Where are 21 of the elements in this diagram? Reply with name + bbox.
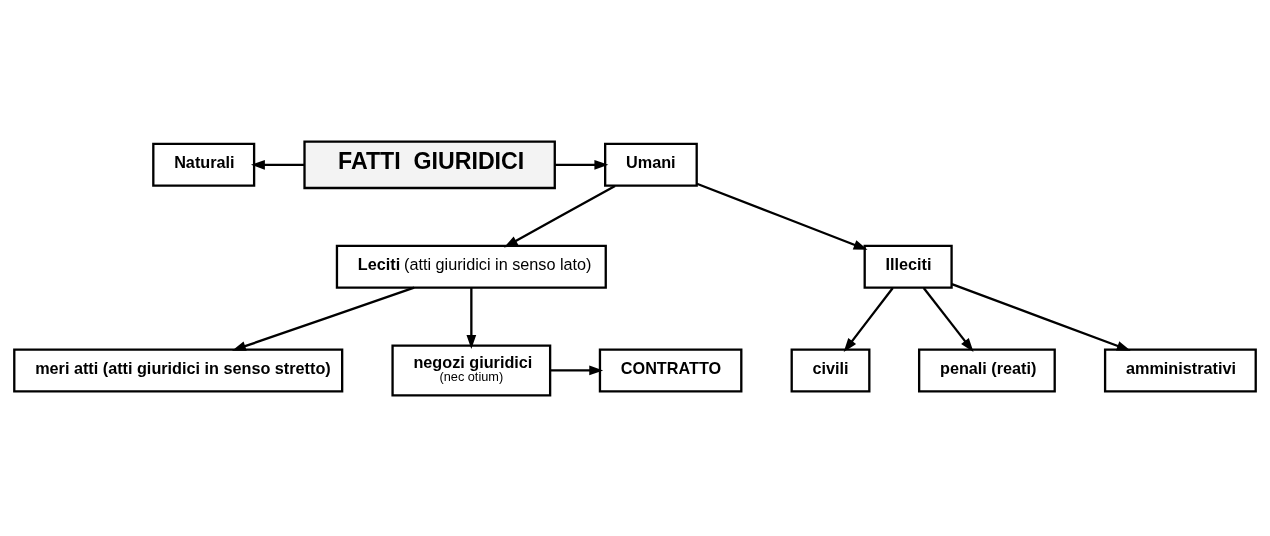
arrow <box>922 286 974 352</box>
node-box: civili <box>790 347 871 392</box>
node-box: Umani <box>604 142 698 187</box>
arrow <box>696 182 868 250</box>
arrow <box>951 282 1131 351</box>
node-box: CONTRATTO <box>598 347 743 392</box>
node-box: meri atti (atti giuridici in senso stretto) <box>13 347 344 392</box>
node-box: penali (reati) <box>918 347 1056 392</box>
arrow <box>843 286 894 352</box>
node-box: negozi giuridici (nec otium) <box>391 343 552 397</box>
arrow <box>250 159 305 170</box>
arrow <box>550 365 604 375</box>
node-box: amministrativi <box>1103 347 1257 392</box>
node-box: Naturali <box>152 142 256 187</box>
arrow <box>232 286 415 351</box>
arrow <box>555 159 609 170</box>
arrow <box>503 184 616 248</box>
arrow <box>466 287 477 349</box>
node-box: Illeciti <box>863 244 953 289</box>
node-box: Leciti (atti giuridici in senso lato) <box>335 244 607 289</box>
node-box: FATTI GIURIDICI <box>303 139 556 189</box>
